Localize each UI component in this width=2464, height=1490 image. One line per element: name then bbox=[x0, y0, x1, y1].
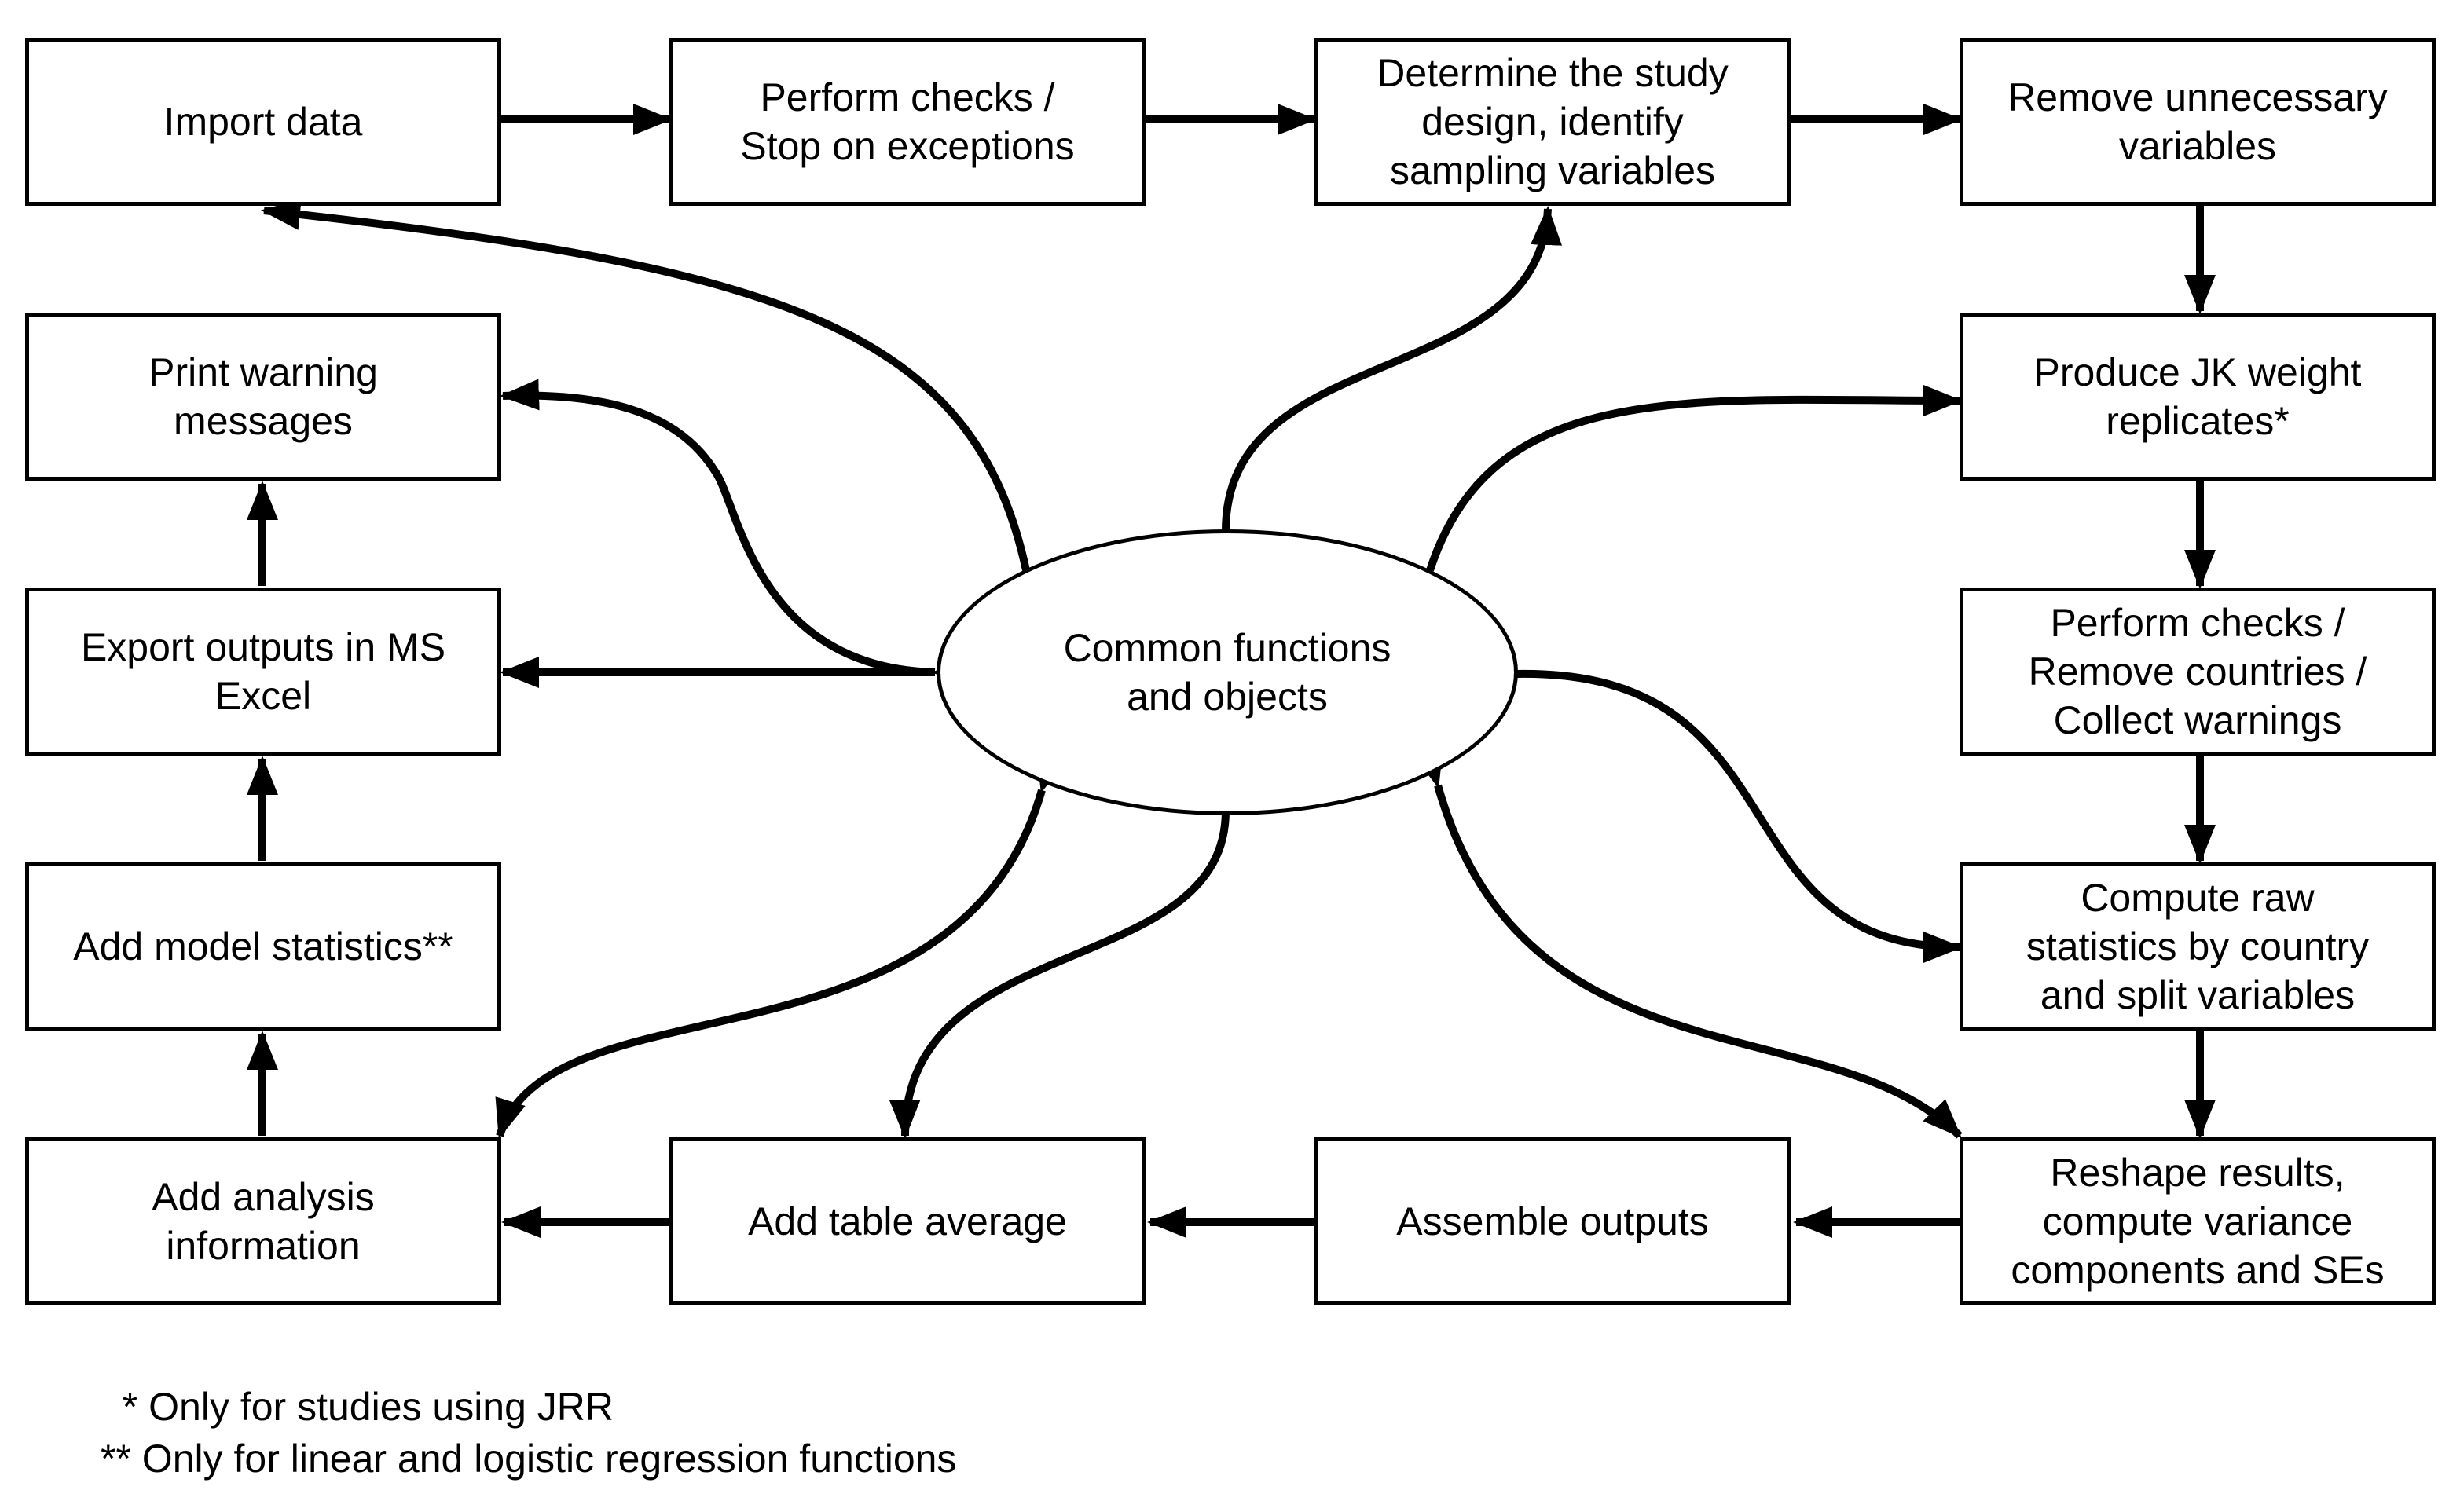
box-perform-checks-remove: Perform checks / Remove countries / Coll… bbox=[1960, 588, 2436, 756]
box-compute-raw: Compute raw statistics by country and sp… bbox=[1960, 862, 2436, 1031]
box-perform-checks-stop-label: Perform checks / Stop on exceptions bbox=[740, 75, 1075, 168]
box-add-model-stats: Add model statistics** bbox=[25, 862, 501, 1031]
box-assemble-outputs-label: Assemble outputs bbox=[1396, 1199, 1709, 1243]
link-center-jk bbox=[1403, 384, 1964, 610]
box-add-analysis-info: Add analysis information bbox=[25, 1137, 501, 1305]
box-print-warnings-label: Print warning messages bbox=[148, 350, 378, 443]
center-common-functions: Common functions and objects bbox=[937, 529, 1518, 815]
box-add-table-average: Add table average bbox=[669, 1137, 1146, 1305]
box-perform-checks-remove-label: Perform checks / Remove countries / Coll… bbox=[2028, 601, 2367, 742]
link-center-raw bbox=[1478, 658, 1963, 963]
link-center-design bbox=[1209, 206, 1562, 568]
link-center-analysis bbox=[495, 751, 1067, 1139]
link-center-print bbox=[500, 379, 972, 690]
box-export-outputs-label: Export outputs in MS Excel bbox=[80, 625, 446, 718]
box-produce-jk-label: Produce JK weight replicates* bbox=[2033, 350, 2362, 443]
box-remove-variables-label: Remove unnecessary variables bbox=[2008, 75, 2388, 168]
box-add-model-stats-label: Add model statistics** bbox=[73, 924, 453, 968]
box-determine-design-label: Determine the study design, identify sam… bbox=[1377, 51, 1729, 192]
box-determine-design: Determine the study design, identify sam… bbox=[1314, 38, 1791, 206]
link-center-average bbox=[889, 774, 1242, 1139]
box-import-data: Import data bbox=[25, 38, 501, 206]
link-center-import bbox=[261, 199, 1050, 610]
box-remove-variables: Remove unnecessary variables bbox=[1960, 38, 2436, 206]
box-compute-raw-label: Compute raw statistics by country and sp… bbox=[2026, 876, 2370, 1017]
box-export-outputs: Export outputs in MS Excel bbox=[25, 588, 501, 756]
box-perform-checks-stop: Perform checks / Stop on exceptions bbox=[669, 38, 1146, 206]
box-produce-jk: Produce JK weight replicates* bbox=[1960, 313, 2436, 481]
box-add-table-average-label: Add table average bbox=[748, 1199, 1067, 1243]
box-import-data-label: Import data bbox=[163, 100, 363, 144]
footnote-jrr: * Only for studies using JRR bbox=[101, 1385, 614, 1429]
box-reshape-results-label: Reshape results, compute variance compon… bbox=[2011, 1151, 2385, 1292]
box-print-warnings: Print warning messages bbox=[25, 313, 501, 481]
box-add-analysis-info-label: Add analysis information bbox=[152, 1175, 375, 1268]
link-center-reshape bbox=[1413, 746, 1963, 1139]
center-common-functions-label: Common functions and objects bbox=[1063, 626, 1392, 719]
footnote-regression: ** Only for linear and logistic regressi… bbox=[101, 1437, 957, 1481]
box-assemble-outputs: Assemble outputs bbox=[1314, 1137, 1791, 1305]
box-reshape-results: Reshape results, compute variance compon… bbox=[1960, 1137, 2436, 1305]
